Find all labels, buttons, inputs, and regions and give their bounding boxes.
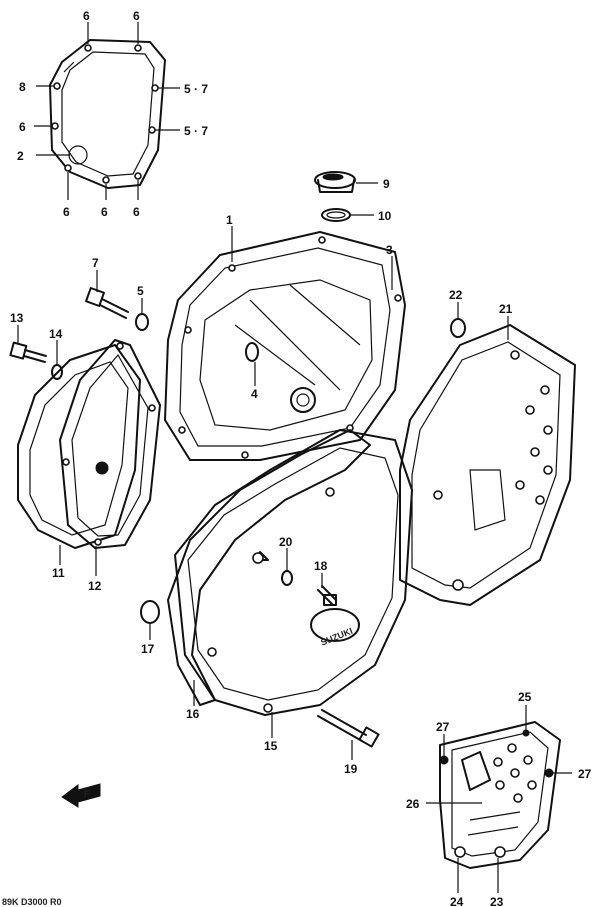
label-1: 1 bbox=[226, 213, 233, 227]
label-19: 19 bbox=[344, 762, 358, 776]
label-5-7-upper: 5 · 7 bbox=[184, 82, 208, 96]
label-12: 12 bbox=[88, 579, 102, 593]
label-2: 2 bbox=[17, 149, 24, 163]
label-20: 20 bbox=[279, 535, 293, 549]
transmission-cover-part bbox=[399, 324, 576, 606]
bolt-18-part bbox=[317, 585, 337, 606]
washer-20-part bbox=[281, 570, 293, 586]
o-ring-part bbox=[321, 208, 351, 222]
label-5-7-lower: 5 · 7 bbox=[184, 124, 208, 138]
label-21: 21 bbox=[499, 302, 513, 316]
label-4: 4 bbox=[251, 387, 258, 401]
label-11: 11 bbox=[52, 566, 65, 580]
screw-27-right-part bbox=[544, 768, 554, 778]
label-16: 16 bbox=[186, 707, 200, 721]
dowel-17-part bbox=[140, 600, 160, 624]
label-6-bottom-left: 6 bbox=[63, 205, 70, 219]
clutch-cover-part bbox=[49, 39, 166, 189]
crankcase-cover-part bbox=[164, 231, 406, 461]
label-22: 22 bbox=[449, 288, 463, 302]
label-6-top-left: 6 bbox=[83, 9, 90, 23]
oil-filler-cap-part bbox=[314, 171, 356, 193]
dowel-pin-4-part bbox=[245, 342, 259, 362]
label-6-left: 6 bbox=[19, 120, 26, 134]
front-arrow-letter: F bbox=[84, 789, 90, 799]
screw-25-part bbox=[522, 729, 530, 737]
screw-27-left-part bbox=[439, 755, 449, 765]
label-18: 18 bbox=[314, 559, 328, 573]
label-6-bottom-right: 6 bbox=[133, 205, 140, 219]
washer-5-part bbox=[135, 313, 149, 331]
label-9: 9 bbox=[383, 177, 390, 191]
label-24-bottom: 24 bbox=[450, 895, 464, 907]
label-25: 25 bbox=[518, 690, 532, 704]
leader-lines bbox=[17, 22, 572, 893]
label-27-right: 27 bbox=[578, 767, 592, 781]
label-6-top-right: 6 bbox=[133, 9, 140, 23]
label-6-bottom-mid: 6 bbox=[101, 205, 108, 219]
label-17: 17 bbox=[141, 642, 155, 656]
label-15: 15 bbox=[264, 739, 278, 753]
label-8: 8 bbox=[19, 80, 26, 94]
plate-part bbox=[439, 721, 561, 869]
generator-cover-part bbox=[17, 344, 141, 549]
label-10: 10 bbox=[378, 209, 392, 223]
dowel-22-part bbox=[450, 318, 466, 338]
starter-clutch-cover-part bbox=[174, 429, 413, 716]
diagram-code: 89K D3000 R0 bbox=[2, 897, 62, 907]
front-arrow-icon bbox=[61, 783, 101, 808]
bolt-13-part bbox=[9, 341, 47, 363]
label-23: 23 bbox=[490, 895, 504, 907]
label-3: 3 bbox=[386, 243, 393, 257]
label-13: 13 bbox=[10, 311, 24, 325]
bolt-19-part bbox=[317, 709, 380, 748]
label-27-left: 27 bbox=[436, 720, 450, 734]
generator-gasket-part bbox=[59, 339, 161, 549]
starter-gasket-part bbox=[167, 429, 371, 706]
label-14: 14 bbox=[49, 327, 63, 341]
label-7: 7 bbox=[92, 256, 99, 270]
label-5: 5 bbox=[137, 284, 144, 298]
label-26: 26 bbox=[406, 797, 420, 811]
cover-logo-text: SUZUKI bbox=[319, 626, 354, 648]
bolt-7-part bbox=[85, 287, 129, 319]
